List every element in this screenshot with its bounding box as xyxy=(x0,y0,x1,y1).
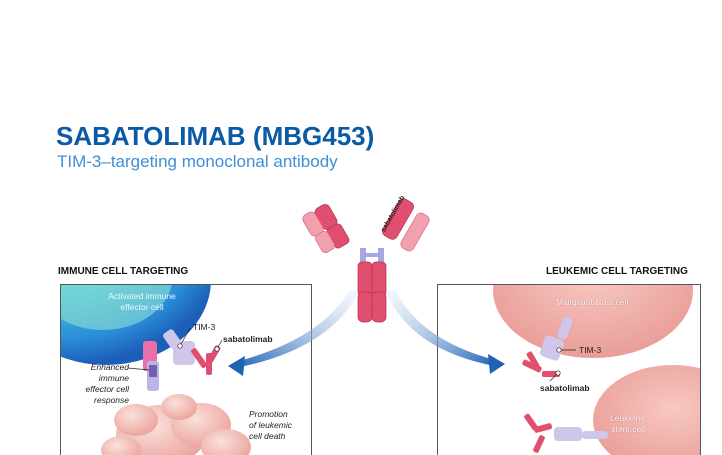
response-line1: Enhanced xyxy=(90,362,129,372)
leukemic-cell-panel: Malignant blast cell TIM-3 sabatolimab L… xyxy=(437,284,701,455)
malignant-blast-cell xyxy=(493,285,693,358)
stem-line2: stem cell xyxy=(611,424,645,434)
enhanced-response-label: Enhanced immune effector cell response xyxy=(61,362,129,406)
immune-cell-targeting-heading: IMMUNE CELL TARGETING xyxy=(58,266,189,277)
effector-cell-label-line2: effector cell xyxy=(120,302,164,312)
tim3-label-left: TIM-3 xyxy=(193,322,216,332)
immune-receptor xyxy=(143,341,159,391)
cell-death-label: Promotion of leukemic cell death xyxy=(249,409,292,442)
tim3-label-right: TIM-3 xyxy=(579,345,602,355)
response-line4: response xyxy=(94,395,129,405)
tim3-receptor-stem xyxy=(554,427,608,441)
leukemic-panel-illustration xyxy=(493,285,700,455)
death-line1: Promotion xyxy=(249,409,288,419)
tim3-receptor-right xyxy=(539,316,573,361)
sabatolimab-antibody xyxy=(302,198,430,323)
leukemic-cell-targeting-heading: LEUKEMIC CELL TARGETING xyxy=(546,266,688,277)
leukemic-stem-cell xyxy=(593,365,700,455)
sabatolimab-free xyxy=(524,413,553,453)
response-line2: immune xyxy=(98,373,129,383)
effector-cell-label: Activated immune effector cell xyxy=(97,291,187,313)
antibody-label: sabatolimab xyxy=(380,194,407,234)
page-title: SABATOLIMAB (MBG453) xyxy=(56,121,375,151)
effector-cell-label-line1: Activated immune xyxy=(108,291,176,301)
stem-cell-label: Leukemic stem cell xyxy=(610,413,646,435)
death-line3: cell death xyxy=(249,431,286,441)
sabatolimab-label-left: sabatolimab xyxy=(223,334,273,344)
stem-line1: Leukemic xyxy=(610,413,647,423)
blast-cell-label: Malignant blast cell xyxy=(556,297,629,307)
response-line3: effector cell xyxy=(85,384,129,394)
page-subtitle: TIM-3–targeting monoclonal antibody xyxy=(57,152,338,171)
death-line2: of leukemic xyxy=(249,420,292,430)
immune-cell-panel: Activated immune effector cell TIM-3 sab… xyxy=(60,284,312,455)
sabatolimab-label-right: sabatolimab xyxy=(540,383,590,393)
effector-cell-nucleus xyxy=(61,285,172,330)
